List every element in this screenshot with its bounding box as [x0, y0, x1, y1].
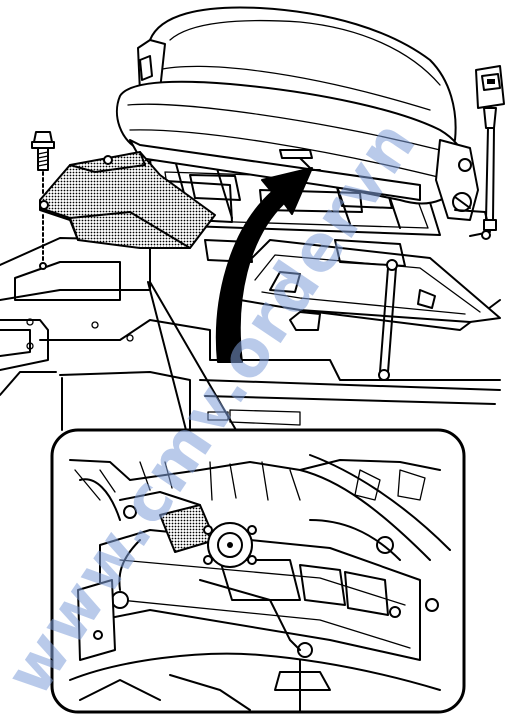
gas-strut	[378, 259, 436, 381]
callout-leader	[147, 281, 237, 431]
rotation-arrow-icon	[215, 167, 313, 363]
seat-frame	[149, 159, 501, 331]
cover-plate	[39, 151, 216, 249]
seat-belt-buckle-icon	[475, 65, 505, 231]
engine-detail-inset-icon	[50, 428, 466, 714]
operator-seat	[115, 6, 491, 240]
mounting-bolt-icon	[31, 131, 55, 270]
